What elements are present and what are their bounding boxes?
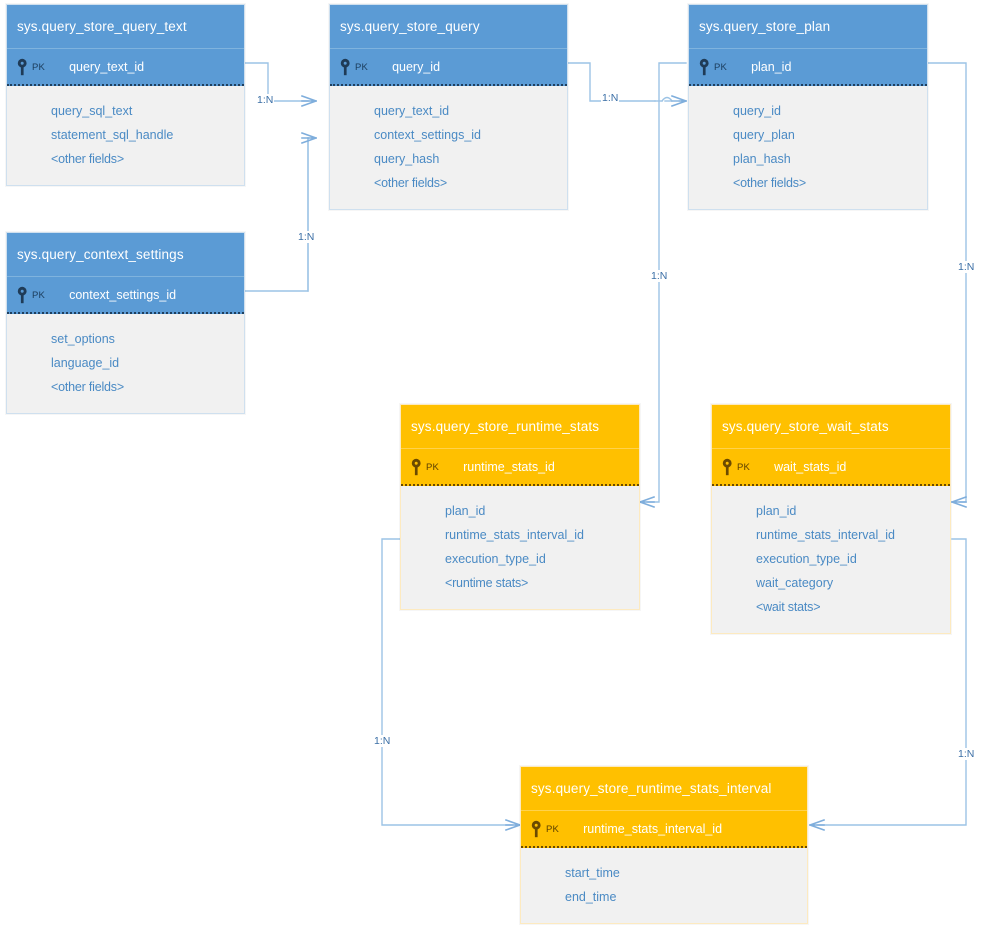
key-icon xyxy=(531,820,545,838)
entity-primary-key-row[interactable]: PK plan_id xyxy=(689,49,927,86)
entity-query-store-query-text[interactable]: sys.query_store_query_text PK query_text… xyxy=(6,4,245,186)
entity-field: <other fields> xyxy=(374,176,447,190)
entity-query-store-query[interactable]: sys.query_store_query PK query_id query_… xyxy=(329,4,568,210)
entity-pk-name: plan_id xyxy=(751,59,792,74)
entity-field: query_hash xyxy=(374,152,440,166)
key-icon xyxy=(722,458,736,476)
cardinality-label-interval-wait: 1:N xyxy=(957,748,976,760)
entity-field: <wait stats> xyxy=(756,600,821,614)
entity-query-context-settings[interactable]: sys.query_context_settings PK context_se… xyxy=(6,232,245,414)
pk-tag: PK xyxy=(546,824,560,835)
pk-tag: PK xyxy=(32,290,46,301)
entity-field: plan_id xyxy=(756,504,797,518)
entity-title: sys.query_store_wait_stats xyxy=(712,405,950,449)
entity-field: context_settings_id xyxy=(374,128,482,142)
entity-title: sys.query_store_query_text xyxy=(7,5,244,49)
entity-field: execution_type_id xyxy=(756,552,857,566)
entity-pk-name: query_id xyxy=(392,59,441,74)
entity-title: sys.query_store_runtime_stats_interval xyxy=(521,767,807,811)
entity-title: sys.query_context_settings xyxy=(7,233,244,277)
rel-ctx-query-wire xyxy=(244,132,317,292)
pk-tag: PK xyxy=(355,62,369,73)
entity-field-list: start_time end_time xyxy=(521,848,807,923)
entity-field: execution_type_id xyxy=(445,552,546,566)
entity-field: wait_category xyxy=(756,576,834,590)
entity-field-list: plan_id runtime_stats_interval_id execut… xyxy=(401,486,639,609)
entity-field: <other fields> xyxy=(51,152,124,166)
pk-tag: PK xyxy=(714,62,728,73)
entity-field: query_id xyxy=(733,104,781,118)
entity-title: sys.query_store_query xyxy=(330,5,567,49)
cardinality-label-text-query: 1:N xyxy=(256,94,275,106)
entity-field-list: query_text_id context_settings_id query_… xyxy=(330,86,567,209)
entity-pk-name: query_text_id xyxy=(69,59,145,74)
entity-field: plan_id xyxy=(445,504,486,518)
entity-field-list: query_id query_plan plan_hash <other fie… xyxy=(689,86,927,209)
entity-query-store-runtime-stats-interval[interactable]: sys.query_store_runtime_stats_interval P… xyxy=(520,766,808,924)
entity-query-store-runtime-stats[interactable]: sys.query_store_runtime_stats PK runtime… xyxy=(400,404,640,610)
key-icon xyxy=(340,58,354,76)
entity-field: runtime_stats_interval_id xyxy=(756,528,895,542)
entity-field: runtime_stats_interval_id xyxy=(445,528,584,542)
entity-pk-name: runtime_stats_id xyxy=(463,459,555,474)
entity-field: set_options xyxy=(51,332,115,346)
entity-primary-key-row[interactable]: PK query_id xyxy=(330,49,567,86)
entity-primary-key-row[interactable]: PK query_text_id xyxy=(7,49,244,86)
entity-pk-name: wait_stats_id xyxy=(774,459,847,474)
entity-primary-key-row[interactable]: PK runtime_stats_id xyxy=(401,449,639,486)
entity-field: language_id xyxy=(51,356,120,370)
entity-field: end_time xyxy=(565,890,617,904)
entity-field: start_time xyxy=(565,866,620,880)
entity-pk-name: context_settings_id xyxy=(69,287,177,302)
cardinality-label-query-plan: 1:N xyxy=(601,92,620,104)
entity-field: query_plan xyxy=(733,128,795,142)
key-icon xyxy=(699,58,713,76)
rel-query-plan-wire xyxy=(567,62,687,107)
entity-field: statement_sql_handle xyxy=(51,128,174,142)
entity-field: <other fields> xyxy=(51,380,124,394)
entity-field: <runtime stats> xyxy=(445,576,529,590)
entity-field: query_sql_text xyxy=(51,104,133,118)
pk-tag: PK xyxy=(737,462,751,473)
cardinality-label-ctx-query: 1:N xyxy=(297,231,316,243)
entity-primary-key-row[interactable]: PK context_settings_id xyxy=(7,277,244,314)
entity-title: sys.query_store_runtime_stats xyxy=(401,405,639,449)
entity-field-list: plan_id runtime_stats_interval_id execut… xyxy=(712,486,950,633)
pk-tag: PK xyxy=(32,62,46,73)
entity-field-list: query_sql_text statement_sql_handle <oth… xyxy=(7,86,244,185)
entity-primary-key-row[interactable]: PK runtime_stats_interval_id xyxy=(521,811,807,848)
cardinality-label-interval-runtime: 1:N xyxy=(373,735,392,747)
rel-plan-runtime-wire xyxy=(639,62,687,508)
entity-primary-key-row[interactable]: PK wait_stats_id xyxy=(712,449,950,486)
pk-tag: PK xyxy=(426,462,440,473)
cardinality-label-plan-wait: 1:N xyxy=(957,261,976,273)
key-icon xyxy=(17,286,31,304)
key-icon xyxy=(411,458,425,476)
entity-field: <other fields> xyxy=(733,176,806,190)
entity-pk-name: runtime_stats_interval_id xyxy=(583,821,723,836)
entity-field: query_text_id xyxy=(374,104,450,118)
entity-title: sys.query_store_plan xyxy=(689,5,927,49)
entity-field: plan_hash xyxy=(733,152,791,166)
entity-query-store-plan[interactable]: sys.query_store_plan PK plan_id query_id… xyxy=(688,4,928,210)
entity-query-store-wait-stats[interactable]: sys.query_store_wait_stats PK wait_stats… xyxy=(711,404,951,634)
cardinality-label-plan-runtime: 1:N xyxy=(650,270,669,282)
key-icon xyxy=(17,58,31,76)
entity-field-list: set_options language_id <other fields> xyxy=(7,314,244,413)
